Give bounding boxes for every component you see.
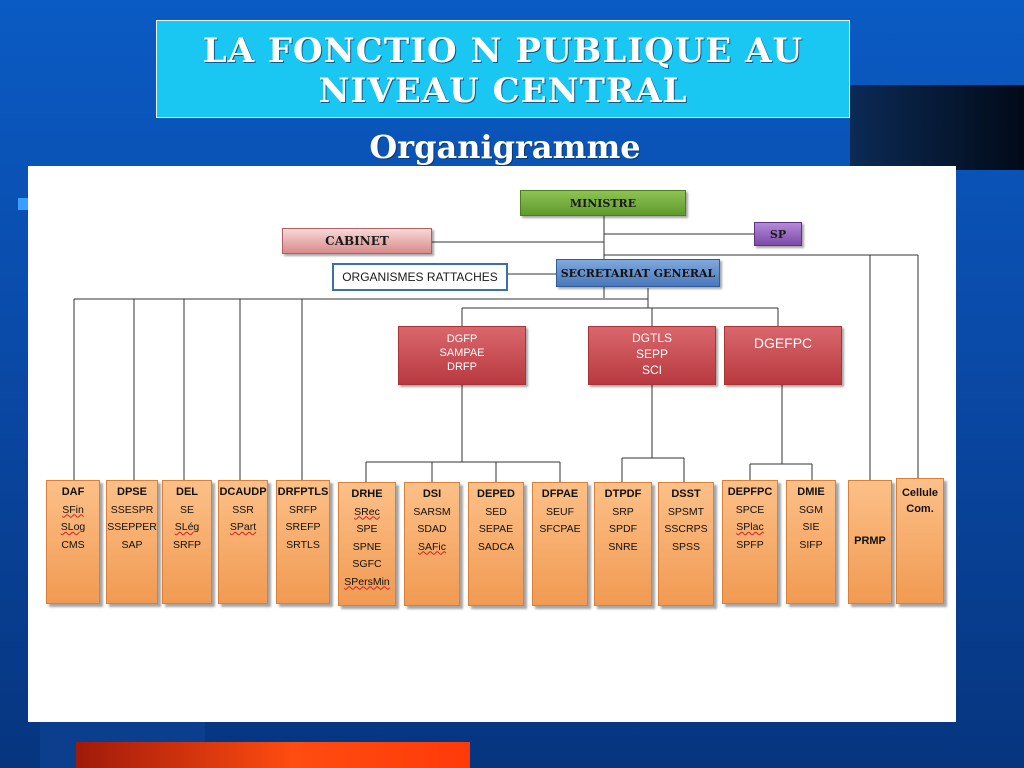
unit-dpse-item: SSEPPER bbox=[107, 521, 157, 533]
unit-del: DEL SE SLég SRFP bbox=[162, 480, 212, 604]
unit-daf: DAF SFin SLog CMS bbox=[46, 480, 100, 604]
unit-dsst-item: SPSS bbox=[671, 540, 700, 553]
unit-drhe-item: SPNE bbox=[352, 540, 382, 553]
unit-daf-item: CMS bbox=[61, 538, 85, 551]
dgefpc-label: DGEFPC bbox=[753, 335, 813, 351]
unit-dsi-item: SDAD bbox=[417, 523, 447, 535]
unit-dsst-head: DSST bbox=[671, 488, 701, 500]
unit-dtpdf-item: SPDF bbox=[608, 523, 637, 535]
unit-del-head: DEL bbox=[176, 486, 198, 498]
unit-deped: DEPED SED SEPAE SADCA bbox=[468, 482, 524, 606]
unit-dsi-item: SAFic bbox=[417, 540, 446, 553]
unit-cellule-line-1: Cellule bbox=[901, 487, 939, 499]
background-dark-band bbox=[850, 85, 1024, 170]
unit-dsi: DSI SARSM SDAD SAFic bbox=[404, 482, 460, 606]
unit-drhe-item: SGFC bbox=[352, 558, 382, 570]
org-chart-panel: MINISTRE CABINET SP ORGANISMES RATTACHES… bbox=[28, 166, 956, 722]
unit-drhe: DRHE SRec SPE SPNE SGFC SPersMin bbox=[338, 482, 396, 606]
unit-del-item: SRFP bbox=[172, 538, 201, 551]
unit-daf-item: SLog bbox=[60, 521, 86, 533]
unit-dfpae-item: SEUF bbox=[545, 505, 574, 518]
unit-dpse-item: SSESPR bbox=[110, 503, 154, 516]
unit-dsst-item: SSCRPS bbox=[664, 523, 708, 535]
unit-drfptls: DRFPTLS SRFP SREFP SRTLS bbox=[276, 480, 330, 604]
secretariat-general-box: SECRETARIAT GENERAL bbox=[556, 259, 720, 287]
unit-dsi-head: DSI bbox=[422, 488, 442, 500]
dgefpc-box: DGEFPC bbox=[724, 326, 842, 385]
unit-depfpc-item: SPlac bbox=[736, 521, 764, 533]
unit-drfptls-item: SRFP bbox=[288, 503, 317, 516]
unit-dpse-head: DPSE bbox=[117, 486, 147, 498]
unit-drhe-item: SPersMin bbox=[344, 575, 390, 588]
background-bullet-square bbox=[18, 198, 30, 210]
unit-dtpdf-head: DTPDF bbox=[604, 488, 642, 500]
organismes-rattaches-box: ORGANISMES RATTACHES bbox=[332, 263, 508, 291]
unit-depfpc-head: DEPFPC bbox=[727, 486, 773, 498]
ministre-box: MINISTRE bbox=[520, 190, 686, 216]
unit-dcaudp-item: SPart bbox=[229, 521, 257, 533]
unit-del-item: SE bbox=[179, 503, 194, 516]
unit-drfptls-item: SREFP bbox=[285, 521, 321, 533]
unit-depfpc: DEPFPC SPCE SPlac SPFP bbox=[722, 480, 778, 604]
unit-depfpc-item: SPCE bbox=[735, 503, 765, 516]
dgfp-line-1: DGFP bbox=[446, 333, 478, 345]
dgfp-line-2: SAMPAE bbox=[439, 347, 485, 359]
unit-dsst: DSST SPSMT SSCRPS SPSS bbox=[658, 482, 714, 606]
unit-dcaudp-item: SSR bbox=[232, 503, 254, 516]
unit-dmie-item: SGM bbox=[799, 503, 823, 516]
unit-dcaudp: DCAUDP SSR SPart bbox=[218, 480, 268, 604]
unit-deped-head: DEPED bbox=[477, 488, 515, 500]
sp-label: SP bbox=[769, 227, 787, 241]
unit-dfpae-item: SFCPAE bbox=[539, 523, 581, 535]
unit-prmp: PRMP bbox=[848, 480, 892, 604]
unit-dmie-item: SIE bbox=[802, 521, 820, 533]
cabinet-label: CABINET bbox=[325, 234, 389, 248]
unit-del-item: SLég bbox=[174, 521, 200, 533]
unit-dmie: DMIE SGM SIE SIFP bbox=[786, 480, 836, 604]
unit-dsst-item: SPSMT bbox=[667, 505, 705, 518]
unit-drhe-item: SPE bbox=[356, 523, 378, 535]
unit-drhe-item: SRec bbox=[354, 505, 380, 518]
unit-cellule-com: Cellule Com. bbox=[896, 478, 944, 604]
dgfp-line-3: DRFP bbox=[447, 361, 477, 373]
decorative-red-bar bbox=[76, 742, 470, 768]
secretariat-general-label: SECRETARIAT GENERAL bbox=[560, 266, 716, 280]
unit-prmp-label: PRMP bbox=[854, 535, 886, 548]
ministre-label: MINISTRE bbox=[569, 196, 637, 210]
dgtls-line-3: SCI bbox=[641, 363, 662, 377]
slide-title: La fonctio n publique au niveau central bbox=[156, 20, 850, 118]
cabinet-box: CABINET bbox=[282, 228, 432, 254]
unit-dtpdf-item: SRP bbox=[612, 505, 634, 518]
organismes-rattaches-label: ORGANISMES RATTACHES bbox=[342, 270, 498, 284]
dgtls-box: DGTLS SEPP SCI bbox=[588, 326, 716, 385]
unit-drfptls-head: DRFPTLS bbox=[277, 486, 329, 498]
unit-deped-item: SADCA bbox=[477, 540, 515, 553]
unit-dtpdf-item: SNRE bbox=[608, 540, 638, 553]
unit-dcaudp-head: DCAUDP bbox=[219, 486, 267, 498]
unit-dtpdf: DTPDF SRP SPDF SNRE bbox=[594, 482, 652, 606]
dgfp-box: DGFP SAMPAE DRFP bbox=[398, 326, 526, 385]
unit-daf-item: SFin bbox=[62, 503, 84, 516]
unit-dfpae-head: DFPAE bbox=[541, 488, 579, 500]
slide-title-line-2: niveau central bbox=[318, 71, 688, 111]
unit-dpse-item: SAP bbox=[121, 538, 143, 551]
slide-subtitle: Organigramme bbox=[369, 128, 641, 166]
unit-depfpc-item: SPFP bbox=[736, 538, 764, 551]
unit-dfpae: DFPAE SEUF SFCPAE bbox=[532, 482, 588, 606]
unit-cellule-line-2: Com. bbox=[906, 503, 934, 515]
unit-deped-item: SED bbox=[485, 505, 507, 518]
unit-daf-head: DAF bbox=[61, 486, 85, 498]
unit-drhe-head: DRHE bbox=[351, 488, 383, 500]
unit-dsi-item: SARSM bbox=[413, 505, 451, 518]
unit-dmie-head: DMIE bbox=[797, 486, 825, 498]
unit-dpse: DPSE SSESPR SSEPPER SAP bbox=[106, 480, 158, 604]
dgtls-line-2: SEPP bbox=[635, 347, 668, 361]
unit-deped-item: SEPAE bbox=[478, 523, 514, 535]
unit-dmie-item: SIFP bbox=[799, 538, 823, 551]
unit-drfptls-item: SRTLS bbox=[286, 538, 320, 551]
dgtls-line-1: DGTLS bbox=[631, 331, 672, 345]
slide-title-line-1: La fonctio n publique au bbox=[202, 31, 804, 71]
sp-box: SP bbox=[754, 222, 802, 246]
connector-lines bbox=[73, 216, 919, 482]
